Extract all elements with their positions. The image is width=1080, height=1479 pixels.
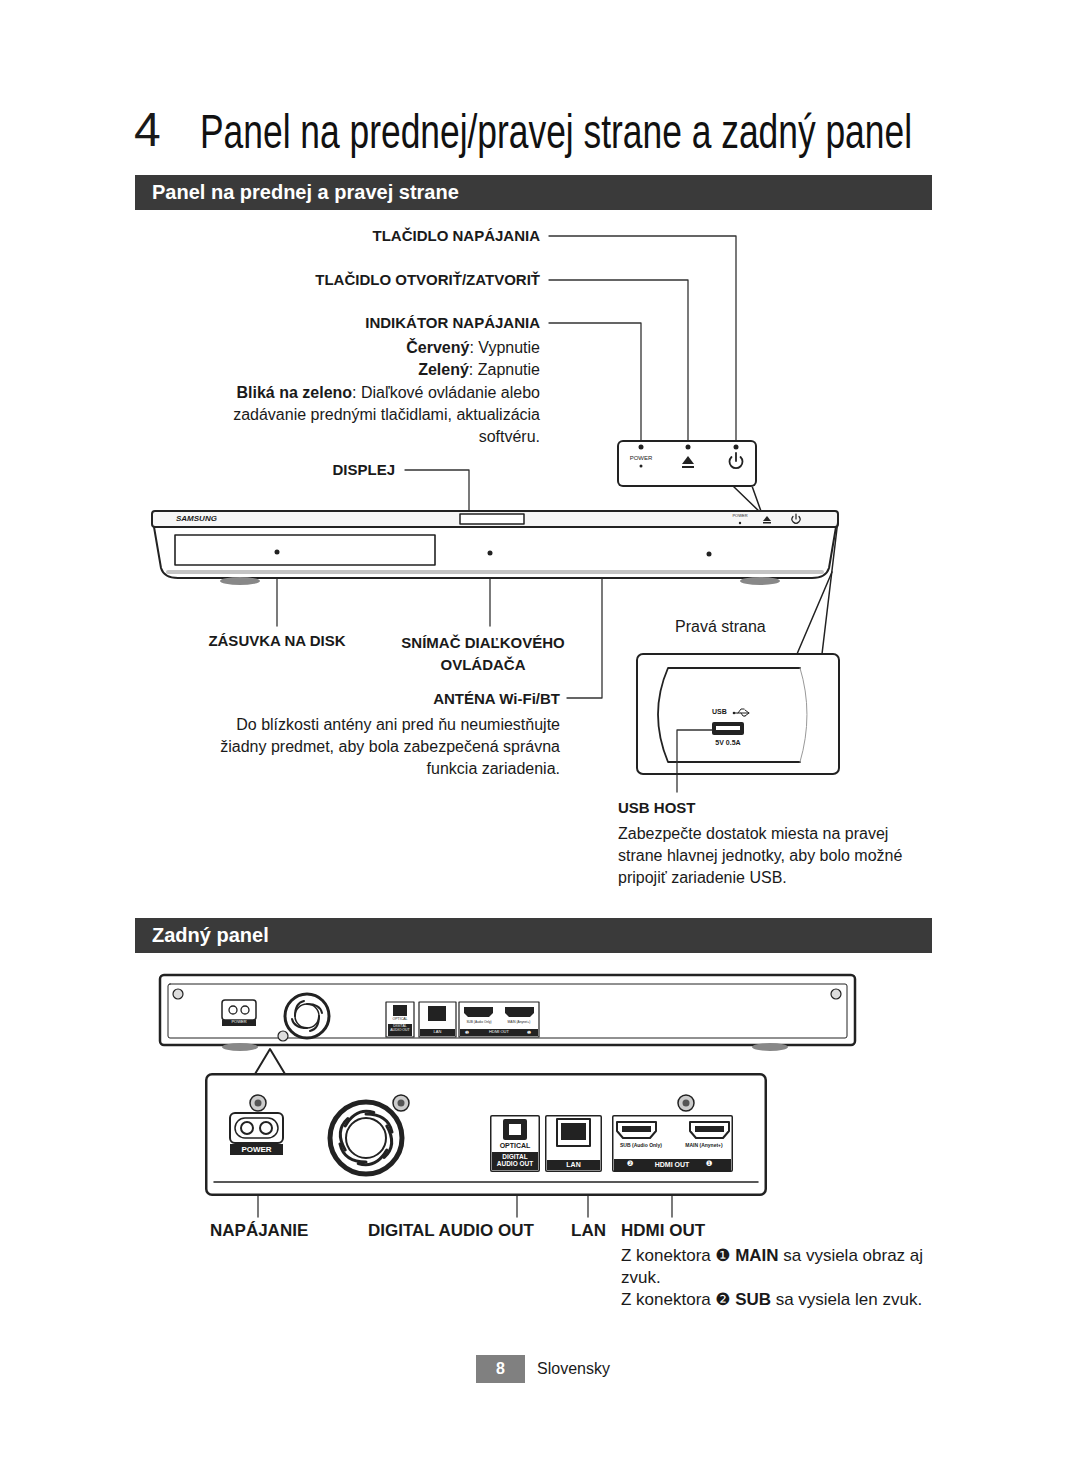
- text-block: Zabezpečte dostatok miesta na pravej str…: [618, 823, 926, 889]
- text-block: NAPÁJANIE: [210, 1221, 350, 1241]
- text-block: Z konektora❶MAINsa vysiela obraz aj zvuk…: [621, 1245, 941, 1289]
- callout-note: Z konektora: [621, 1290, 711, 1309]
- callout-note: Bliká na zeleno: [237, 384, 353, 401]
- callout-label: SNÍMAČ DIAĽKOVÉHO OVLÁDAČA: [401, 634, 564, 673]
- page-number-box: 8: [476, 1355, 525, 1383]
- text-block: Zelený: Zapnutie: [240, 360, 540, 379]
- callout-label: DIGITAL AUDIO OUT: [368, 1221, 534, 1240]
- port-box: OPTICAL DIGITAL AUDIO OUT: [490, 1115, 540, 1172]
- button-inset-art: [617, 440, 762, 514]
- chapter-number: 4: [134, 103, 161, 156]
- port-label: LAN: [547, 1161, 600, 1169]
- callout-label: DISPLEJ: [332, 461, 395, 478]
- callout-note: MAIN: [735, 1246, 778, 1265]
- port-label: DIGITAL AUDIO OUT: [492, 1153, 538, 1167]
- section-heading: Panel na prednej a pravej strane: [152, 181, 459, 204]
- player-front: SAMSUNG POWER: [152, 511, 838, 580]
- port-label: USB: [712, 708, 727, 716]
- port-label: POWER: [222, 1020, 256, 1025]
- text-block: Do blízkosti antény ani pred ňu neumiest…: [188, 714, 560, 780]
- port-label: OPTICAL: [490, 1142, 540, 1150]
- callout-label: TLAČIDLO NAPÁJANIA: [373, 227, 541, 244]
- port-label: OPTICAL: [386, 1017, 414, 1021]
- callout-label: HDMI OUT: [621, 1221, 705, 1240]
- port-box: SUB (Audio Only) MAIN (Anynet+) ❷ HDMI OUT❶: [612, 1115, 733, 1172]
- callout-number: ❶: [702, 1160, 716, 1169]
- language-label: Slovensky: [537, 1360, 610, 1377]
- callout-note: : Zapnutie: [469, 361, 540, 378]
- text-block: Bliká na zeleno: Diaľkové ovládanie aleb…: [176, 382, 540, 448]
- text-block: DISPLEJ: [300, 461, 395, 479]
- text-block: Slovensky: [537, 1359, 657, 1378]
- port-label: HDMI OUT: [479, 1030, 519, 1035]
- callout-label: ANTÉNA Wi-Fi/BT: [433, 690, 560, 707]
- text-block: ZÁSUVKA NA DISK: [187, 632, 367, 650]
- port-label: DIGITAL AUDIO OUT: [388, 1025, 412, 1033]
- text-block: SNÍMAČ DIAĽKOVÉHO OVLÁDAČA: [383, 632, 583, 676]
- port-label: MAIN (Anynet+): [677, 1143, 731, 1149]
- side-inset: Pravá stranaUSB5V 0.5A: [636, 653, 840, 775]
- section-band: Panel na prednej a pravej strane: [135, 175, 932, 210]
- port-label: SUB (Audio Only): [459, 1021, 499, 1025]
- section-band: Zadný panel: [135, 918, 932, 953]
- section-heading: Zadný panel: [152, 924, 269, 947]
- text-block: ANTÉNA Wi-Fi/BT: [360, 690, 560, 708]
- text-block: USB HOST: [618, 799, 818, 817]
- callout-note: Zabezpečte dostatok miesta na pravej str…: [618, 825, 902, 886]
- callout-note: ❶: [715, 1246, 730, 1265]
- text-block: INDIKÁTOR NAPÁJANIA: [240, 314, 540, 332]
- callout-note: Do blízkosti antény ani pred ňu neumiest…: [220, 716, 560, 777]
- page-number: 8: [476, 1360, 525, 1378]
- player-rear-art: [160, 975, 855, 1051]
- callout-note: Zelený: [418, 361, 469, 378]
- port-rating: 5V 0.5A: [711, 739, 745, 747]
- text-block: 4: [134, 104, 190, 157]
- callout-note: ❷: [715, 1290, 730, 1309]
- button-inset: POWER: [617, 440, 757, 487]
- callout-number: ❶: [525, 1030, 533, 1035]
- callout-note: Červený: [406, 339, 469, 356]
- callout-number: ❷: [463, 1030, 471, 1035]
- button-label: POWER: [626, 455, 656, 462]
- button-label: POWER: [729, 514, 751, 519]
- port-label: POWER: [230, 1145, 283, 1154]
- text-block: LAN: [571, 1221, 617, 1241]
- rear-inset: POWER OPTICAL DIGITAL AUDIO OUT LAN SUB (Aud…: [205, 1073, 767, 1196]
- callout-note: SUB: [735, 1290, 771, 1309]
- inset-heading: Pravá strana: [675, 618, 766, 636]
- callout-label: TLAČIDLO OTVORIŤ/ZATVORIŤ: [315, 271, 540, 288]
- text-block: Červený: Vypnutie: [240, 338, 540, 357]
- port-box: LAN: [545, 1115, 602, 1172]
- page-title: Panel na prednej/pravej strane a zadný p…: [200, 106, 912, 159]
- callout-note: : Vypnutie: [469, 339, 540, 356]
- callout-note: sa vysiela len zvuk.: [776, 1290, 922, 1309]
- text-block: Z konektora❷ SUB sa vysiela len zvuk.: [621, 1289, 941, 1311]
- text-block: HDMI OUT: [621, 1221, 771, 1241]
- side-inset-art: [636, 653, 840, 792]
- callout-label: INDIKÁTOR NAPÁJANIA: [365, 314, 540, 331]
- callout-label: NAPÁJANIE: [210, 1221, 308, 1240]
- callout-label: LAN: [571, 1221, 606, 1240]
- port-label: MAIN (Anynet+): [499, 1021, 539, 1025]
- callout-label: USB HOST: [618, 799, 696, 816]
- port-label: SUB (Audio Only): [614, 1143, 668, 1149]
- port-label: LAN: [420, 1030, 455, 1035]
- text-block: DIGITAL AUDIO OUT: [368, 1221, 558, 1241]
- rear-inset-art: [205, 1049, 767, 1196]
- text-block: TLAČIDLO NAPÁJANIA: [240, 227, 540, 245]
- player-front-art: [152, 511, 838, 654]
- callout-label: ZÁSUVKA NA DISK: [208, 632, 345, 649]
- brand-logo: SAMSUNG: [176, 514, 217, 523]
- callout-note: Z konektora: [621, 1246, 711, 1265]
- text-block: TLAČIDLO OTVORIŤ/ZATVORIŤ: [200, 271, 540, 289]
- port-label: HDMI OUT: [641, 1161, 703, 1169]
- callout-number: ❷: [623, 1160, 637, 1169]
- player-rear: POWER OPTICAL DIGITAL AUDIO OUT LAN SUB (Aud…: [160, 975, 855, 1045]
